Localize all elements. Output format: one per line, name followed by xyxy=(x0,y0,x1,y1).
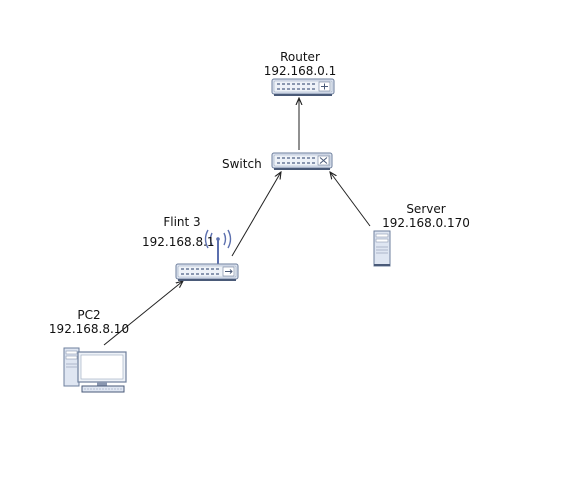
pc-name: PC2 xyxy=(77,308,101,322)
server-tower-icon[interactable] xyxy=(373,230,391,267)
switch-icon[interactable] xyxy=(271,152,333,170)
link-server-switch xyxy=(330,172,371,227)
desktop-pc-icon[interactable] xyxy=(63,347,127,393)
flint-ip-label: 192.168.8.1 xyxy=(142,235,215,249)
server-name: Server xyxy=(406,202,446,216)
switch-name: Switch xyxy=(222,157,262,171)
router-name: Router xyxy=(280,50,320,64)
flint-name: Flint 3 xyxy=(163,215,201,229)
server-label: Server 192.168.0.170 xyxy=(376,202,476,230)
link-flint-switch xyxy=(231,172,281,257)
link-pc-flint xyxy=(103,281,183,346)
router-ip: 192.168.0.1 xyxy=(263,64,337,78)
pc-label: PC2 192.168.8.10 xyxy=(44,308,134,336)
switch-label: Switch xyxy=(222,157,268,171)
flint-label: Flint 3 xyxy=(137,215,227,229)
pc-ip: 192.168.8.10 xyxy=(48,322,130,336)
router-label: Router 192.168.0.1 xyxy=(250,50,350,78)
flint-ip: 192.168.8.1 xyxy=(142,235,215,249)
router-icon[interactable] xyxy=(271,78,335,96)
wireless-router-icon[interactable] xyxy=(175,229,239,281)
server-ip: 192.168.0.170 xyxy=(382,216,470,230)
